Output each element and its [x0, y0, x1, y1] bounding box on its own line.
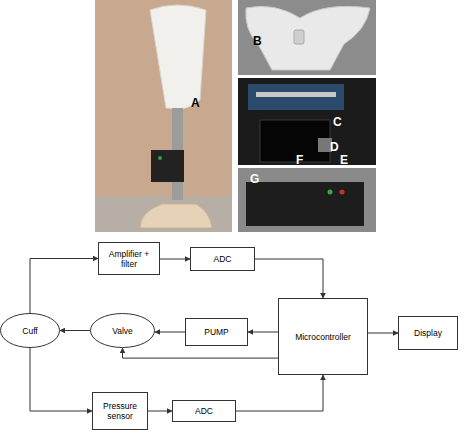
node-text: ADC [212, 254, 234, 264]
signal-arrow [236, 375, 323, 411]
photo-background [238, 0, 376, 75]
node-text: Valve [110, 326, 135, 336]
photo-background [238, 78, 376, 165]
signal-arrow [160, 259, 190, 260]
callout-letter: C [333, 115, 342, 129]
callout-letter: E [340, 153, 348, 167]
valve-ellipse: Valve [90, 313, 155, 348]
pump-box: PUMP [185, 318, 248, 346]
signal-arrow [30, 348, 92, 411]
node-text: Microcontroller [293, 332, 353, 342]
prosthetic-foot [140, 204, 212, 228]
node-text: Display [412, 328, 444, 338]
photo-background [95, 0, 232, 232]
photo-background [238, 168, 376, 232]
callout-letter: A [191, 96, 200, 110]
ellipse-shape [91, 314, 155, 348]
pad-connector [294, 30, 304, 44]
device-led [158, 156, 162, 160]
display-box: Display [398, 316, 458, 350]
node-text: Amplifier + filter [99, 249, 159, 269]
circuit-board [248, 84, 344, 110]
pump-part [318, 138, 332, 152]
sensor-box: Pressure sensor [92, 392, 148, 430]
signal-arrow [368, 333, 398, 334]
photo-floor [95, 196, 232, 232]
signal-arrow [248, 332, 278, 333]
signal-arrow [255, 259, 323, 298]
pin-header [256, 92, 336, 97]
callout-letter: F [296, 153, 303, 167]
prosthetic-socket [150, 5, 206, 109]
signal-arrow [155, 332, 185, 333]
device-led [328, 190, 333, 195]
signal-arrow [30, 259, 98, 314]
photo-panel [0, 0, 474, 236]
device-led [340, 190, 345, 195]
cuff-ellipse: Cuff [0, 313, 60, 348]
signal-arrow [148, 411, 172, 412]
node-text: Pressure sensor [93, 401, 147, 421]
sensor-pad [246, 6, 370, 70]
signal-arrow [123, 348, 279, 358]
node-text: Cuff [20, 326, 39, 336]
callout-letter: D [330, 140, 339, 154]
node-text: ADC [193, 406, 215, 416]
device-box [151, 150, 184, 182]
closed-device-box [246, 182, 364, 226]
signal-arrow [60, 330, 90, 331]
controller-box: Microcontroller [278, 298, 368, 375]
ellipse-shape [1, 314, 60, 348]
callout-letter: B [253, 34, 262, 48]
node-text: PUMP [202, 327, 231, 337]
callout-letter: G [250, 172, 259, 186]
converter-box: ADC [190, 247, 255, 271]
converter-box: ADC [172, 400, 236, 422]
process-box: Amplifier + filter [98, 242, 160, 275]
